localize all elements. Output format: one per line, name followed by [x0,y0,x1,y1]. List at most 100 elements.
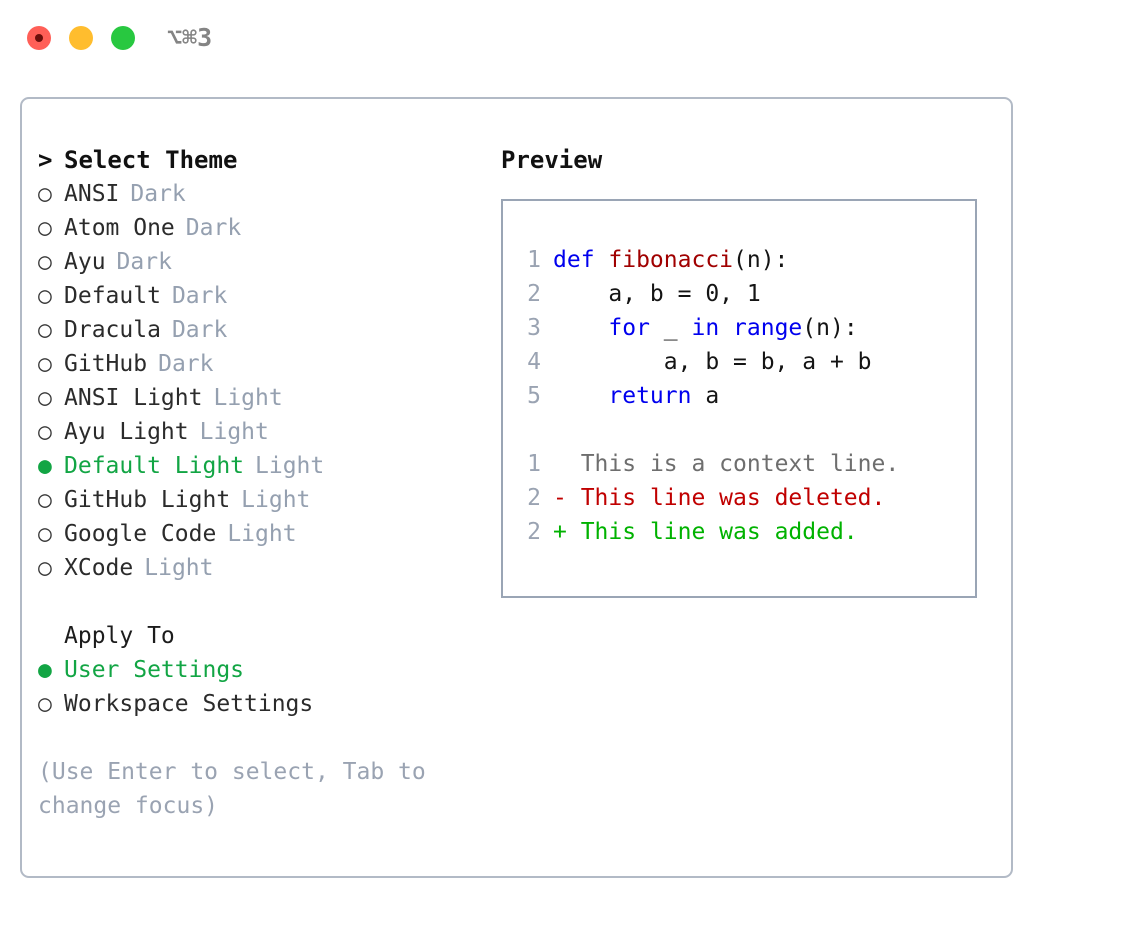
diff-text: This line was deleted. [566,485,886,511]
radio-unselected-icon: ○ [38,283,52,309]
theme-name: Default Light [64,453,245,479]
theme-list-item[interactable]: ○ ANSI Light Light [38,381,488,415]
diff-line: 1 This is a context line. [515,447,971,481]
radio-unselected-icon: ○ [38,521,52,547]
code-token: return [608,383,692,409]
code-text: return a [553,379,719,413]
apply-to-label: Apply To [64,623,175,649]
line-number: 1 [527,247,541,273]
theme-name: Default [64,283,161,309]
radio-unselected-icon: ○ [38,419,52,445]
diff-line: 2- This line was deleted. [515,481,971,515]
code-token: a, b = 0, 1 [553,281,761,307]
radio-unselected-icon: ○ [38,555,52,581]
line-number: 4 [527,349,541,375]
code-token: range [733,315,803,341]
code-token [719,315,733,341]
theme-variant-label: Light [213,385,283,411]
maximize-button[interactable] [111,26,135,50]
line-number: 2 [527,485,541,511]
code-token: for [608,315,650,341]
diff-marker: - [553,485,567,511]
line-number: 2 [527,519,541,545]
theme-name: Google Code [64,521,217,547]
theme-variant-label: Light [241,487,311,513]
code-token: def [553,247,609,273]
diff-marker: + [553,519,567,545]
theme-variant-label: Light [227,521,297,547]
code-token: a, b = b, a + b [553,349,872,375]
code-token: (n): [733,247,789,273]
code-token: in [691,315,720,341]
code-preview: 1 def fibonacci(n): 2 a, b = 0, 1 3 for _ i… [515,243,971,549]
theme-name: Dracula [64,317,161,343]
minimize-button[interactable] [69,26,93,50]
theme-name: Ayu Light [64,419,189,445]
code-line: 1 def fibonacci(n): [515,243,971,277]
prompt-caret-icon: > [38,146,53,174]
radio-unselected-icon: ○ [38,215,52,241]
radio-unselected-icon: ○ [38,249,52,275]
theme-list-item[interactable]: ○ Google Code Light [38,517,488,551]
code-token: fibonacci [608,247,734,273]
theme-name: Atom One [64,215,175,241]
close-button[interactable] [27,26,51,50]
radio-selected-icon: ● [38,657,52,683]
code-line: 5 return a [515,379,971,413]
preview-box: 1 def fibonacci(n): 2 a, b = 0, 1 3 for _ i… [501,199,977,598]
code-line: 3 for _ in range(n): [515,311,971,345]
theme-variant-label: Dark [130,181,186,207]
theme-name: GitHub Light [64,487,231,513]
apply-to-item[interactable]: ● User Settings [38,653,488,687]
apply-to-name: Workspace Settings [64,691,314,717]
theme-variant-label: Light [255,453,325,479]
code-text: a, b = 0, 1 [553,277,761,311]
theme-list-item[interactable]: ○ XCode Light [38,551,488,585]
diff-block: 1 This is a context line.2- This line wa… [515,447,971,549]
diff-marker [553,447,567,481]
code-text: a, b = b, a + b [553,345,872,379]
apply-to-item[interactable]: ○ Workspace Settings [38,687,488,721]
diff-line: 2 + This line was added. [515,515,971,549]
radio-unselected-icon: ○ [38,385,52,411]
code-token: a [691,383,720,409]
radio-unselected-icon: ○ [38,351,52,377]
keyboard-shortcut-label: ⌥⌘3 [167,23,213,52]
page-title: Select Theme [64,146,238,174]
code-line: 4 a, b = b, a + b [515,345,971,379]
theme-name: ANSI Light [64,385,203,411]
diff-text: This line was added. [566,519,858,545]
line-number: 1 [527,451,541,477]
theme-list-item[interactable]: ○ GitHub Light Light [38,483,488,517]
theme-name: Ayu [64,249,106,275]
code-text: for _ in range(n): [553,311,857,345]
theme-list-item[interactable]: ○ Default Dark [38,279,488,313]
theme-list-item[interactable]: ● Default Light Light [38,449,488,483]
radio-unselected-icon: ○ [38,487,52,513]
apply-to-name: User Settings [64,657,245,683]
keyboard-hint-text: (Use Enter to select, Tab to change focu… [38,759,426,819]
diff-text: This is a context line. [566,451,900,477]
code-token: _ [649,315,692,341]
line-number: 5 [527,383,541,409]
window-controls [27,26,135,50]
theme-variant-label: Dark [171,283,228,309]
theme-variant-label: Light [144,555,214,581]
radio-unselected-icon: ○ [38,317,52,343]
radio-selected-icon: ● [38,453,52,479]
apply-to-list[interactable]: ● User Settings ○ Workspace Settings [38,653,488,721]
title-bar: ⌥⌘3 [0,0,1140,78]
theme-name: XCode [64,555,134,581]
radio-unselected-icon: ○ [38,691,52,717]
